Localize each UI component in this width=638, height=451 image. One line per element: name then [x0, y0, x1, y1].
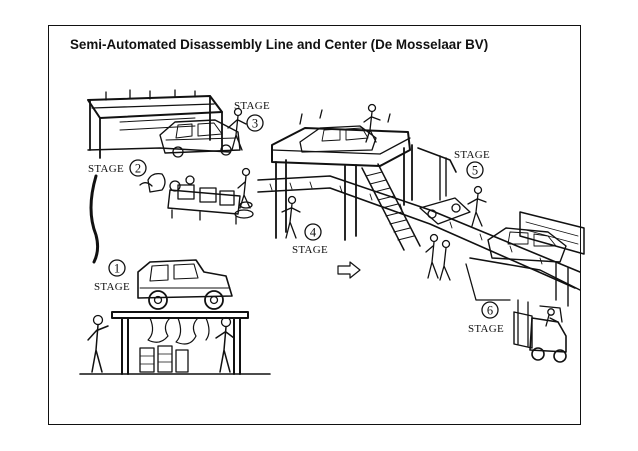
stage-4-circle — [304, 223, 322, 241]
stage-6-circle — [481, 301, 499, 319]
stage-label-1: 1 STAGE — [94, 259, 130, 293]
stage-2-parts-area — [139, 167, 254, 225]
stage-label-5: STAGE 5 — [454, 149, 490, 179]
stage-2-number: 2 — [135, 162, 141, 176]
stage-1-circle — [108, 259, 126, 277]
stage-4-number: 4 — [310, 226, 317, 240]
flow-direction-arrow — [337, 261, 361, 279]
stage-5-tilt-station — [417, 147, 487, 227]
stage-6-label: STAGE — [468, 323, 504, 335]
stage-label-6: 6 STAGE — [468, 301, 504, 335]
stage-5-number: 5 — [472, 164, 478, 178]
stage-3-label: STAGE — [234, 100, 270, 112]
stage-2-circle — [129, 159, 147, 177]
forklift — [513, 299, 567, 363]
stage-2-label: STAGE — [88, 163, 124, 175]
stage-3-circle — [246, 114, 264, 132]
stage-3-elevated-platform — [271, 103, 421, 251]
stage-4-worker — [281, 195, 301, 239]
stage-3-number: 3 — [252, 117, 258, 131]
stage-5-label: STAGE — [454, 149, 490, 161]
stage-label-3: STAGE 3 — [234, 100, 270, 132]
main-conveyor — [257, 175, 581, 289]
stage-6-car-hulk — [465, 211, 585, 307]
stage-6-number: 6 — [487, 304, 493, 318]
stage-5-circle — [466, 161, 484, 179]
slide-title: Semi-Automated Disassembly Line and Cent… — [70, 37, 489, 52]
stage-1-lift — [79, 259, 271, 375]
stage-label-4: 4 STAGE — [292, 223, 328, 256]
stage-1-number: 1 — [114, 262, 120, 276]
lower-workers — [425, 233, 451, 281]
stage-3-gantry — [87, 89, 247, 159]
stage-1-label: STAGE — [94, 281, 130, 293]
stage-4-label: STAGE — [292, 244, 328, 256]
stage-label-2: STAGE 2 — [88, 159, 147, 177]
lead-in-curve — [89, 174, 100, 264]
